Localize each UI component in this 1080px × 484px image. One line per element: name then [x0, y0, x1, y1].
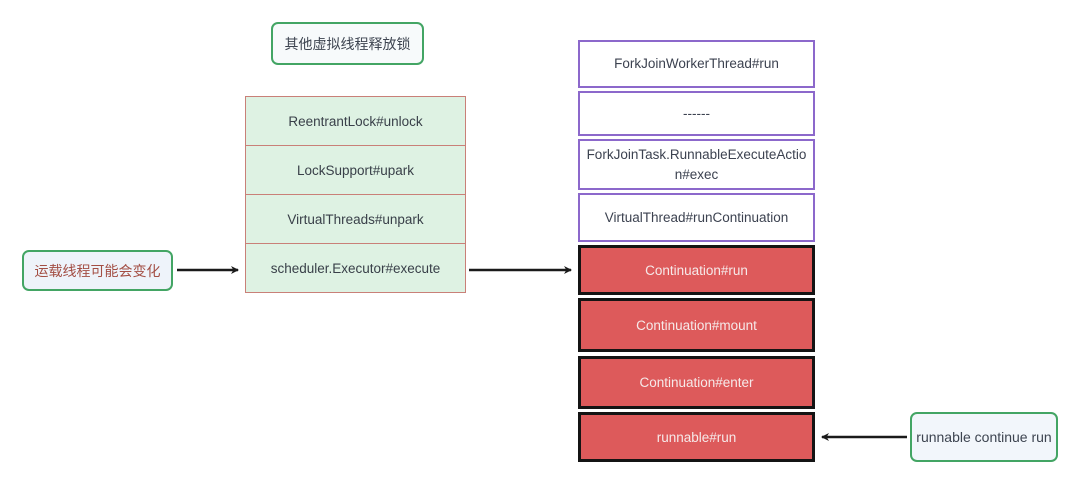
stack-item-virtualthreads-unpark: VirtualThreads#unpark	[246, 195, 465, 244]
stack-item-ellipsis: ------	[578, 91, 815, 136]
stack-item-continuation-mount: Continuation#mount	[578, 298, 815, 352]
stack-item-scheduler-executor-execute: scheduler.Executor#execute	[270, 260, 441, 276]
stack-item-locksupport-upark: LockSupport#upark	[246, 146, 465, 195]
stack-item-continuation-enter: Continuation#enter	[578, 356, 815, 409]
stack-item-runnable-run: runnable#run	[578, 412, 815, 462]
stack-item-reentrantlock-unlock: ReentrantLock#unlock	[246, 97, 465, 146]
stack-item-continuation-run: Continuation#run	[578, 245, 815, 295]
label-carrier-thread-may-change: 运载线程可能会变化	[22, 250, 173, 291]
unlock-call-stack: ReentrantLock#unlock LockSupport#upark V…	[245, 96, 466, 293]
label-runnable-continue-run: runnable continue run	[910, 412, 1058, 462]
stack-item-virtualthread-runcontinuation: VirtualThread#runContinuation	[578, 193, 815, 242]
stack-item-forkjointask-runnableexecuteaction-exec: ForkJoinTask.RunnableExecuteAction#exec	[578, 139, 815, 190]
label-other-vthread-release-lock: 其他虚拟线程释放锁	[271, 22, 424, 65]
stack-item-forkjoinworkerthread-run: ForkJoinWorkerThread#run	[578, 40, 815, 88]
